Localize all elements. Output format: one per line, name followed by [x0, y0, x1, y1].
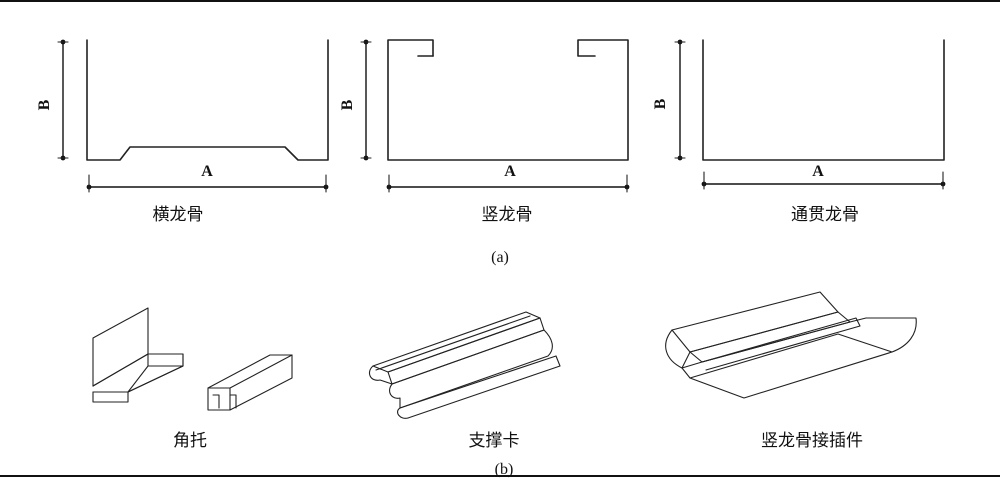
- dim-a-label: A: [504, 163, 516, 180]
- vertical-keel-connector-illustration: [665, 291, 917, 399]
- dim-b-label: B: [339, 99, 356, 110]
- panel-b-caption: (b): [495, 461, 514, 478]
- vertical-keel-connector-label: 竖龙骨接插件: [761, 431, 863, 451]
- corner-bracket-label: 角托: [173, 431, 207, 451]
- panel-a-caption: (a): [491, 249, 509, 266]
- dim-b-label: B: [36, 99, 53, 110]
- vertical-keel-profile: [360, 39, 630, 193]
- vertical-keel-label: 竖龙骨: [482, 205, 533, 225]
- dim-a-label: A: [201, 163, 213, 180]
- support-clip-illustration: [368, 311, 561, 419]
- support-clip-label: 支撑卡: [469, 431, 520, 451]
- horizontal-keel-profile: [57, 39, 329, 193]
- dim-b-label: B: [652, 98, 669, 109]
- dim-a-label: A: [812, 163, 824, 180]
- corner-bracket-illustration: [92, 307, 293, 411]
- through-keel-profile: [674, 39, 946, 190]
- through-keel-label: 通贯龙骨: [791, 205, 859, 225]
- horizontal-keel-label: 横龙骨: [153, 205, 204, 225]
